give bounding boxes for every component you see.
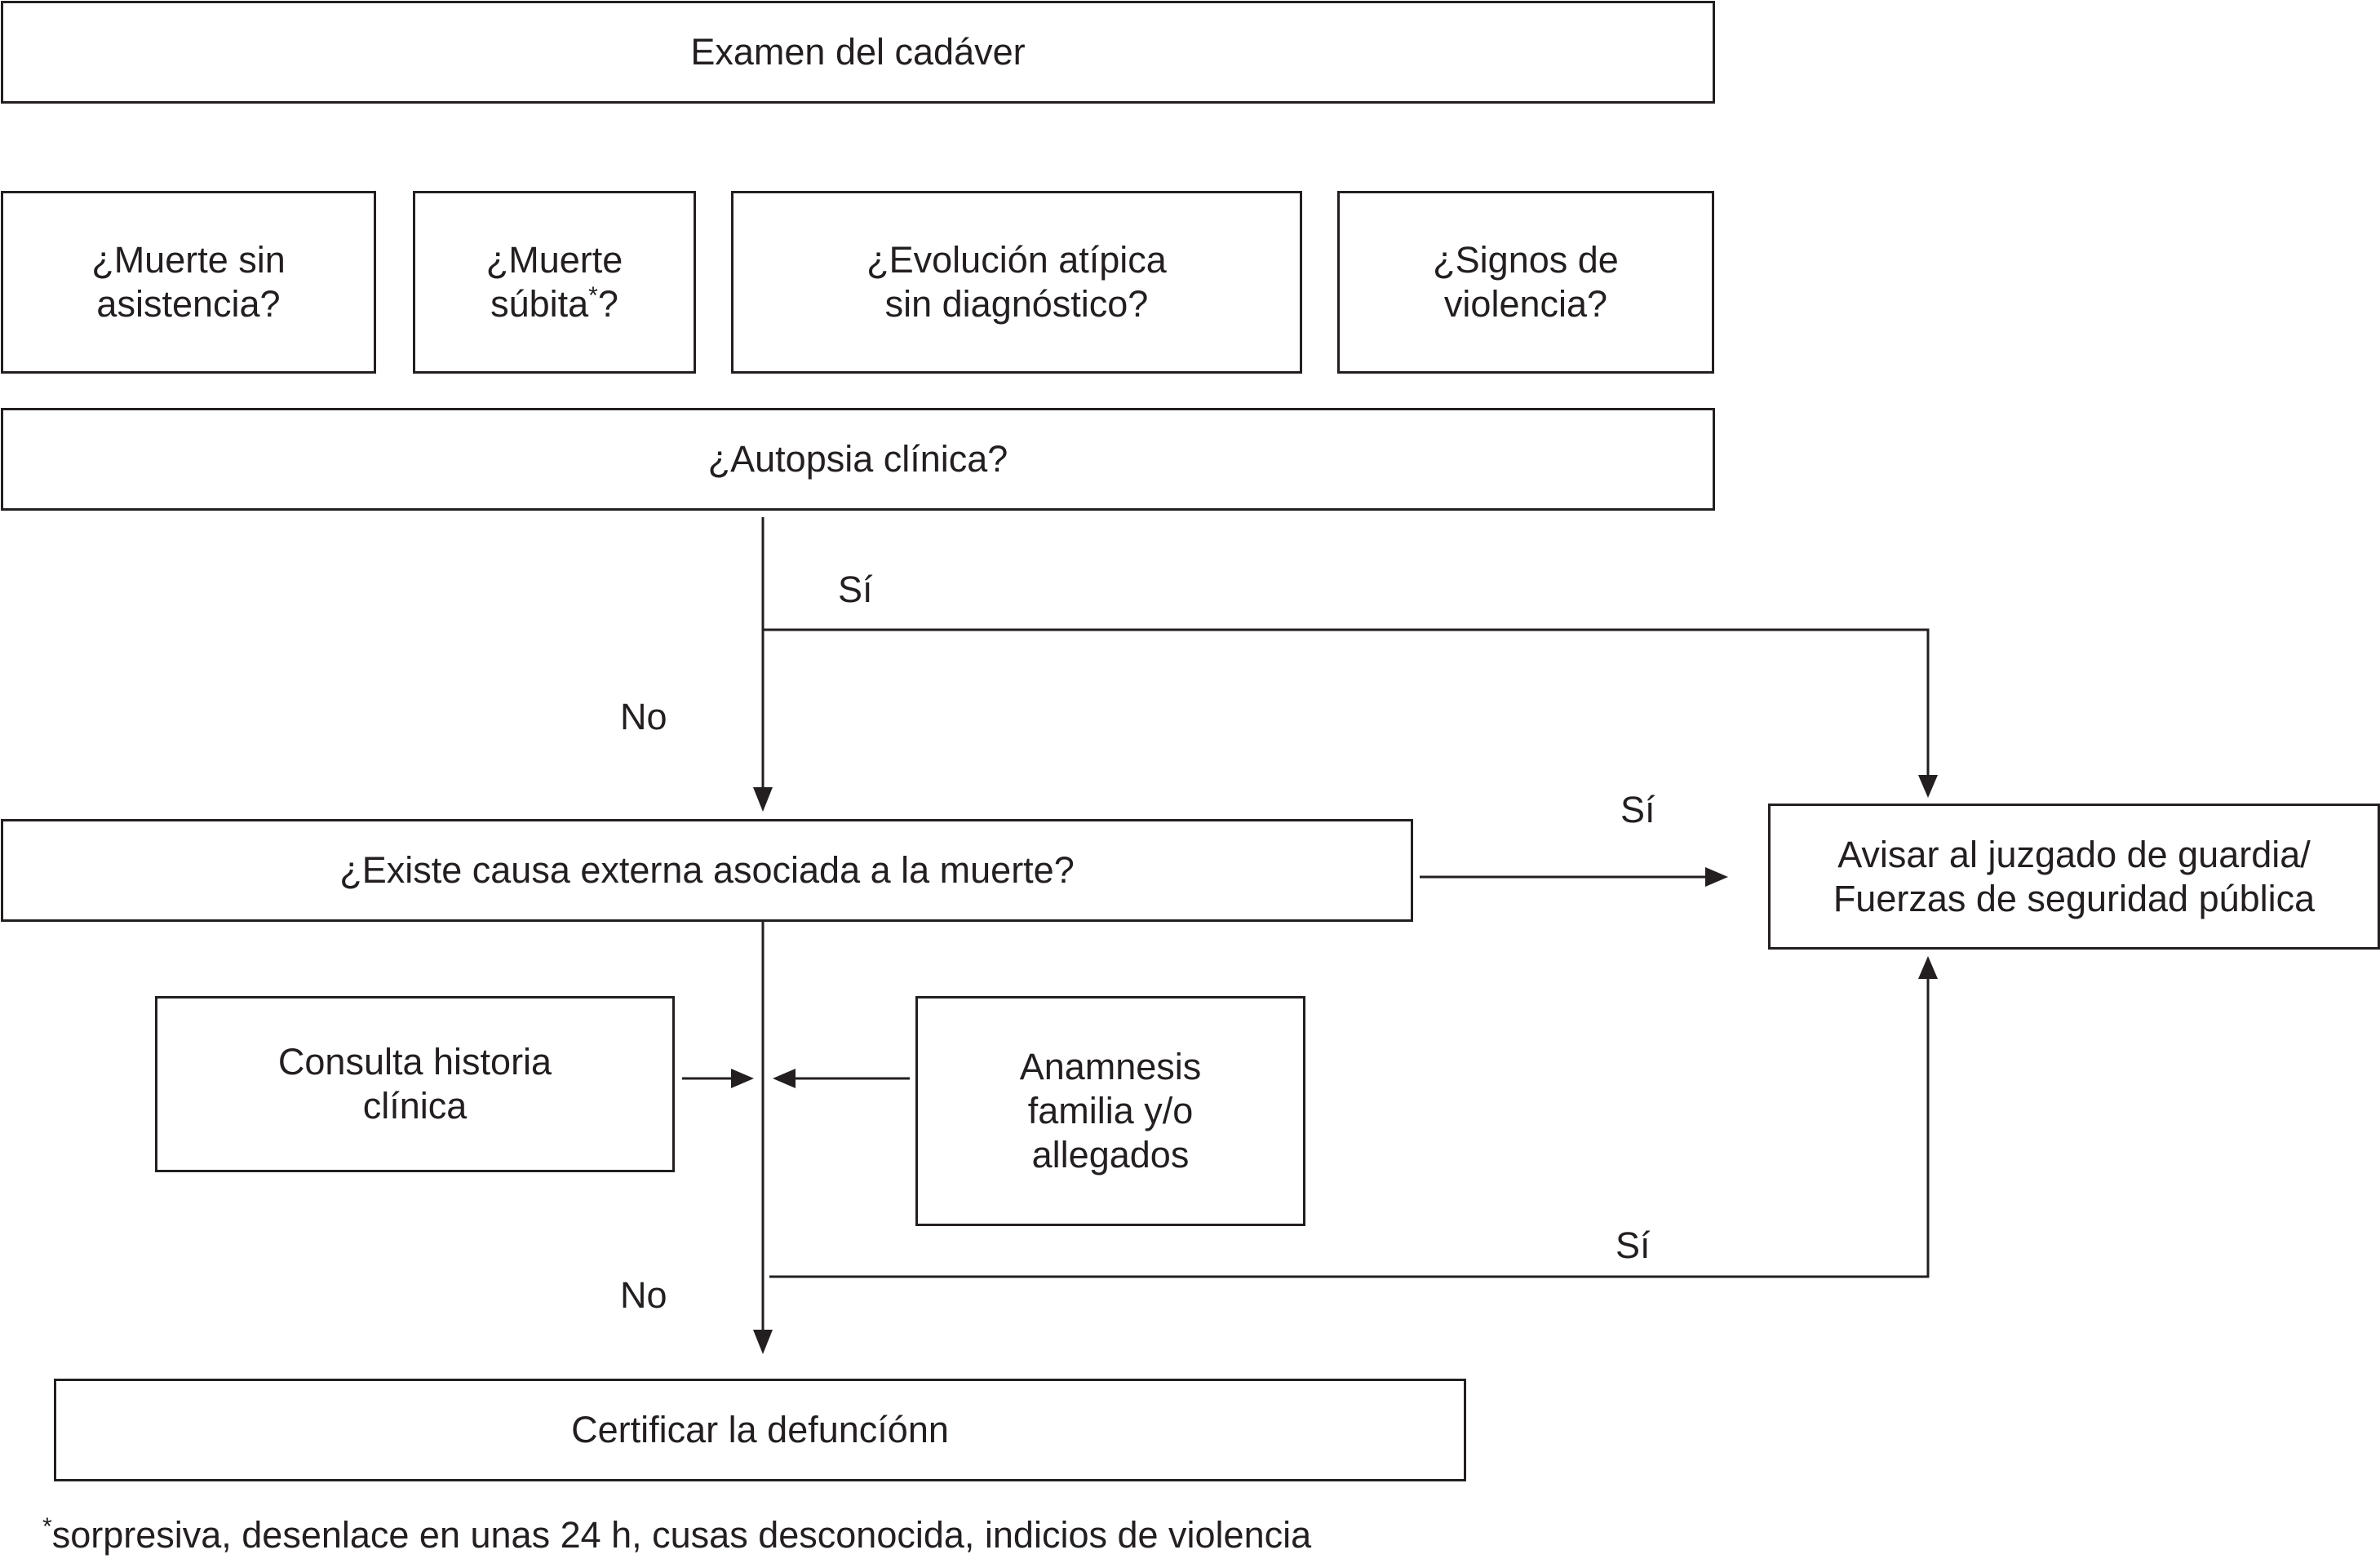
certificar-box: Certificar la defuncíónn — [54, 1379, 1466, 1481]
consulta-historia-box: Consulta historia clínica — [155, 996, 675, 1172]
line-autopsia-si — [763, 628, 1930, 775]
arrowhead-consulta — [731, 1069, 754, 1088]
avisar-juzgado-box: Avisar al juzgado de guardia/ Fuerzas de… — [1768, 804, 2380, 950]
arrowhead-avisar-top — [1918, 775, 1938, 798]
question-evolucion-atipica: ¿Evolución atípica sin diagnóstico? — [731, 191, 1302, 374]
footnote-text: sorpresiva, desenlace en unas 24 h, cusa… — [51, 1514, 1312, 1556]
label-si-lower: Sí — [1615, 1224, 1651, 1266]
label-no-lower: No — [620, 1274, 667, 1316]
arrowhead-existe — [753, 787, 773, 812]
anamnesis-box: Anamnesis familia y/o allegados — [915, 996, 1305, 1226]
asterisk-marker: * — [588, 282, 598, 309]
label-no-autopsia: No — [620, 696, 667, 737]
question-muerte-sin-asistencia: ¿Muerte sin asistencia? — [1, 191, 376, 374]
footnote: *sorpresiva, desenlace en unas 24 h, cus… — [42, 1513, 1311, 1557]
autopsia-box: ¿Autopsia clínica? — [1, 408, 1715, 511]
examen-box: Examen del cadáver — [1, 1, 1715, 104]
arrowhead-avisar-left — [1705, 867, 1728, 887]
question-signos-violencia: ¿Signos de violencia? — [1337, 191, 1714, 374]
arrowhead-anamnesis — [773, 1069, 796, 1088]
question-muerte-subita: ¿Muerte súbita*? — [413, 191, 696, 374]
arrowhead-certificar — [753, 1330, 773, 1354]
label-si-autopsia: Sí — [838, 569, 873, 610]
arrowhead-avisar-bottom — [1918, 956, 1938, 979]
footnote-marker: * — [42, 1513, 52, 1540]
question-muerte-subita-text: ¿Muerte súbita*? — [485, 239, 623, 325]
line-lower-si — [769, 979, 1930, 1278]
label-si-causa: Sí — [1620, 789, 1655, 830]
causa-externa-box: ¿Existe causa externa asociada a la muer… — [1, 819, 1413, 922]
